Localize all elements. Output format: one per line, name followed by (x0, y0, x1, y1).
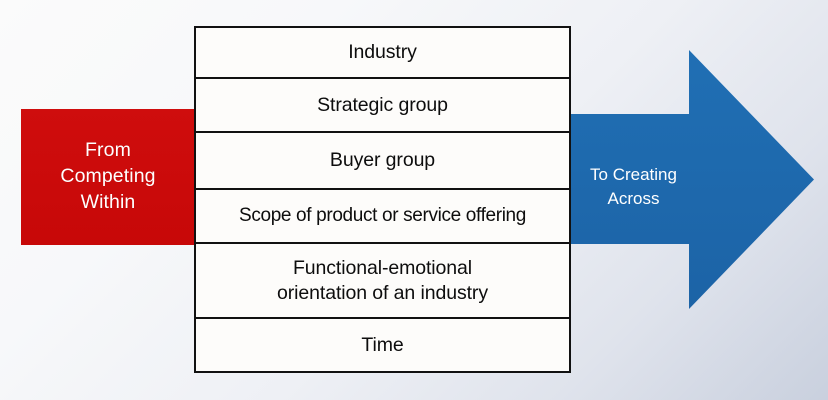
table-row[interactable]: Functional-emotional orientation of an i… (196, 244, 569, 319)
table-cell-strategic-group: Strategic group (317, 93, 448, 116)
table-row[interactable]: Industry (196, 28, 569, 79)
table-cell-time: Time (361, 333, 404, 356)
table-row[interactable]: Buyer group (196, 133, 569, 190)
table-cell-scope-of-product: Scope of product or service offering (239, 204, 526, 226)
six-paths-table: Industry Strategic group Buyer group Sco… (194, 26, 571, 373)
to-creating-across-arrow[interactable] (571, 50, 814, 309)
table-cell-industry: Industry (348, 41, 417, 64)
from-competing-within-block[interactable]: From Competing Within (21, 109, 195, 245)
table-cell-functional-emotional: Functional-emotional orientation of an i… (277, 256, 488, 304)
from-competing-within-label: From Competing Within (60, 139, 156, 213)
table-row[interactable]: Scope of product or service offering (196, 190, 569, 244)
table-cell-buyer-group: Buyer group (329, 149, 436, 172)
table-row[interactable]: Strategic group (196, 79, 569, 133)
table-row[interactable]: Time (196, 319, 569, 371)
right-arrow-icon (571, 50, 814, 309)
